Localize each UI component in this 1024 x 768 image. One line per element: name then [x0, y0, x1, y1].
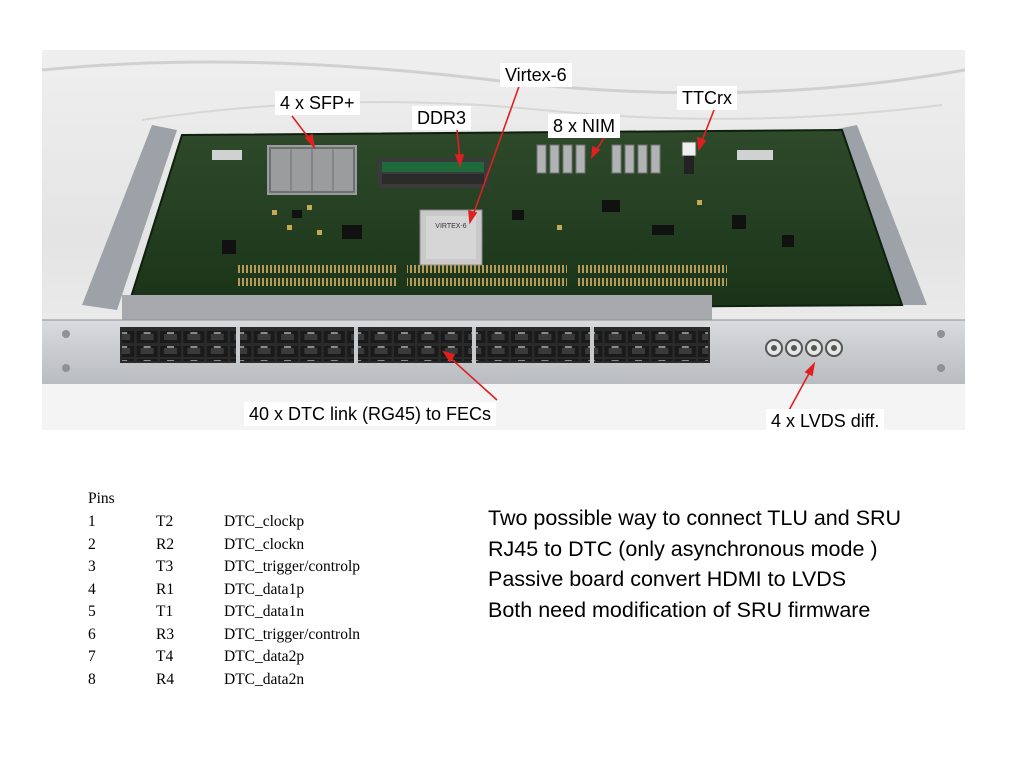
pin-ball: R3	[156, 625, 175, 643]
note-line: Passive board convert HDMI to LVDS	[488, 567, 847, 591]
pin-number: 5	[88, 603, 96, 620]
pin-signal: DTC_data2p	[224, 648, 305, 665]
pin-signal: DTC_clockn	[224, 535, 305, 553]
pin-number: 4	[88, 580, 96, 598]
pin-ball: R4	[156, 670, 175, 688]
pin-number: 6	[88, 625, 96, 643]
pin-ball: T2	[156, 513, 174, 530]
note-line: Two possible way to connect TLU and SRU	[488, 506, 902, 530]
pin-number: 7	[88, 648, 96, 665]
pin-signal: DTC_clockp	[224, 513, 305, 530]
table-row: 2 R2 DTC_clockn	[88, 534, 304, 557]
pins-table: Pins 1 T2 DTC_clockp 2 R2 DTC_clockn 3 T…	[88, 489, 360, 692]
pins-title: Pins	[88, 490, 115, 507]
ttcrx-label: TTCrx	[677, 86, 737, 110]
ddr3-label: DDR3	[412, 106, 472, 130]
pin-number: 2	[88, 535, 96, 553]
lvds-label: 4 x LVDS diff.	[766, 409, 885, 433]
pin-signal: DTC_data1n	[224, 603, 305, 620]
board-photo: VIRTEX-6	[42, 50, 965, 430]
table-row: 3 T3 DTC_trigger/controlp	[88, 556, 360, 579]
table-row: 7 T4 DTC_data2p	[88, 646, 304, 669]
pin-signal: DTC_data1p	[224, 580, 305, 598]
dtc-link-label: 40 x DTC link (RG45) to FECs	[244, 402, 497, 426]
chip-marking: VIRTEX-6	[435, 223, 466, 230]
pin-number: 8	[88, 670, 96, 688]
note-line: Both need modification of SRU firmware	[488, 597, 871, 622]
pin-signal: DTC_trigger/controln	[224, 625, 361, 643]
pin-signal: DTC_data2n	[224, 670, 305, 688]
nim-label: 8 x NIM	[548, 114, 621, 138]
sfp-label: 4 x SFP+	[275, 91, 360, 115]
pin-ball: R1	[156, 580, 175, 598]
virtex-label: Virtex-6	[500, 63, 572, 87]
pin-ball: T3	[156, 558, 174, 575]
pin-ball: T1	[156, 603, 174, 620]
pin-number: 1	[88, 513, 96, 530]
pin-number: 3	[88, 558, 96, 575]
table-row: 8 R4 DTC_data2n	[88, 669, 304, 692]
table-row: 1 T2 DTC_clockp	[88, 511, 304, 534]
note-line: RJ45 to DTC (only asynchronous mode )	[488, 536, 878, 561]
table-row: 4 R1 DTC_data1p	[88, 579, 304, 602]
pin-ball: T4	[156, 648, 174, 665]
table-row: 6 R3 DTC_trigger/controln	[88, 624, 360, 647]
pin-signal: DTC_trigger/controlp	[224, 558, 361, 575]
pin-ball: R2	[156, 535, 175, 553]
notes-block: Two possible way to connect TLU and SRU …	[488, 503, 901, 625]
table-row: 5 T1 DTC_data1n	[88, 601, 304, 624]
